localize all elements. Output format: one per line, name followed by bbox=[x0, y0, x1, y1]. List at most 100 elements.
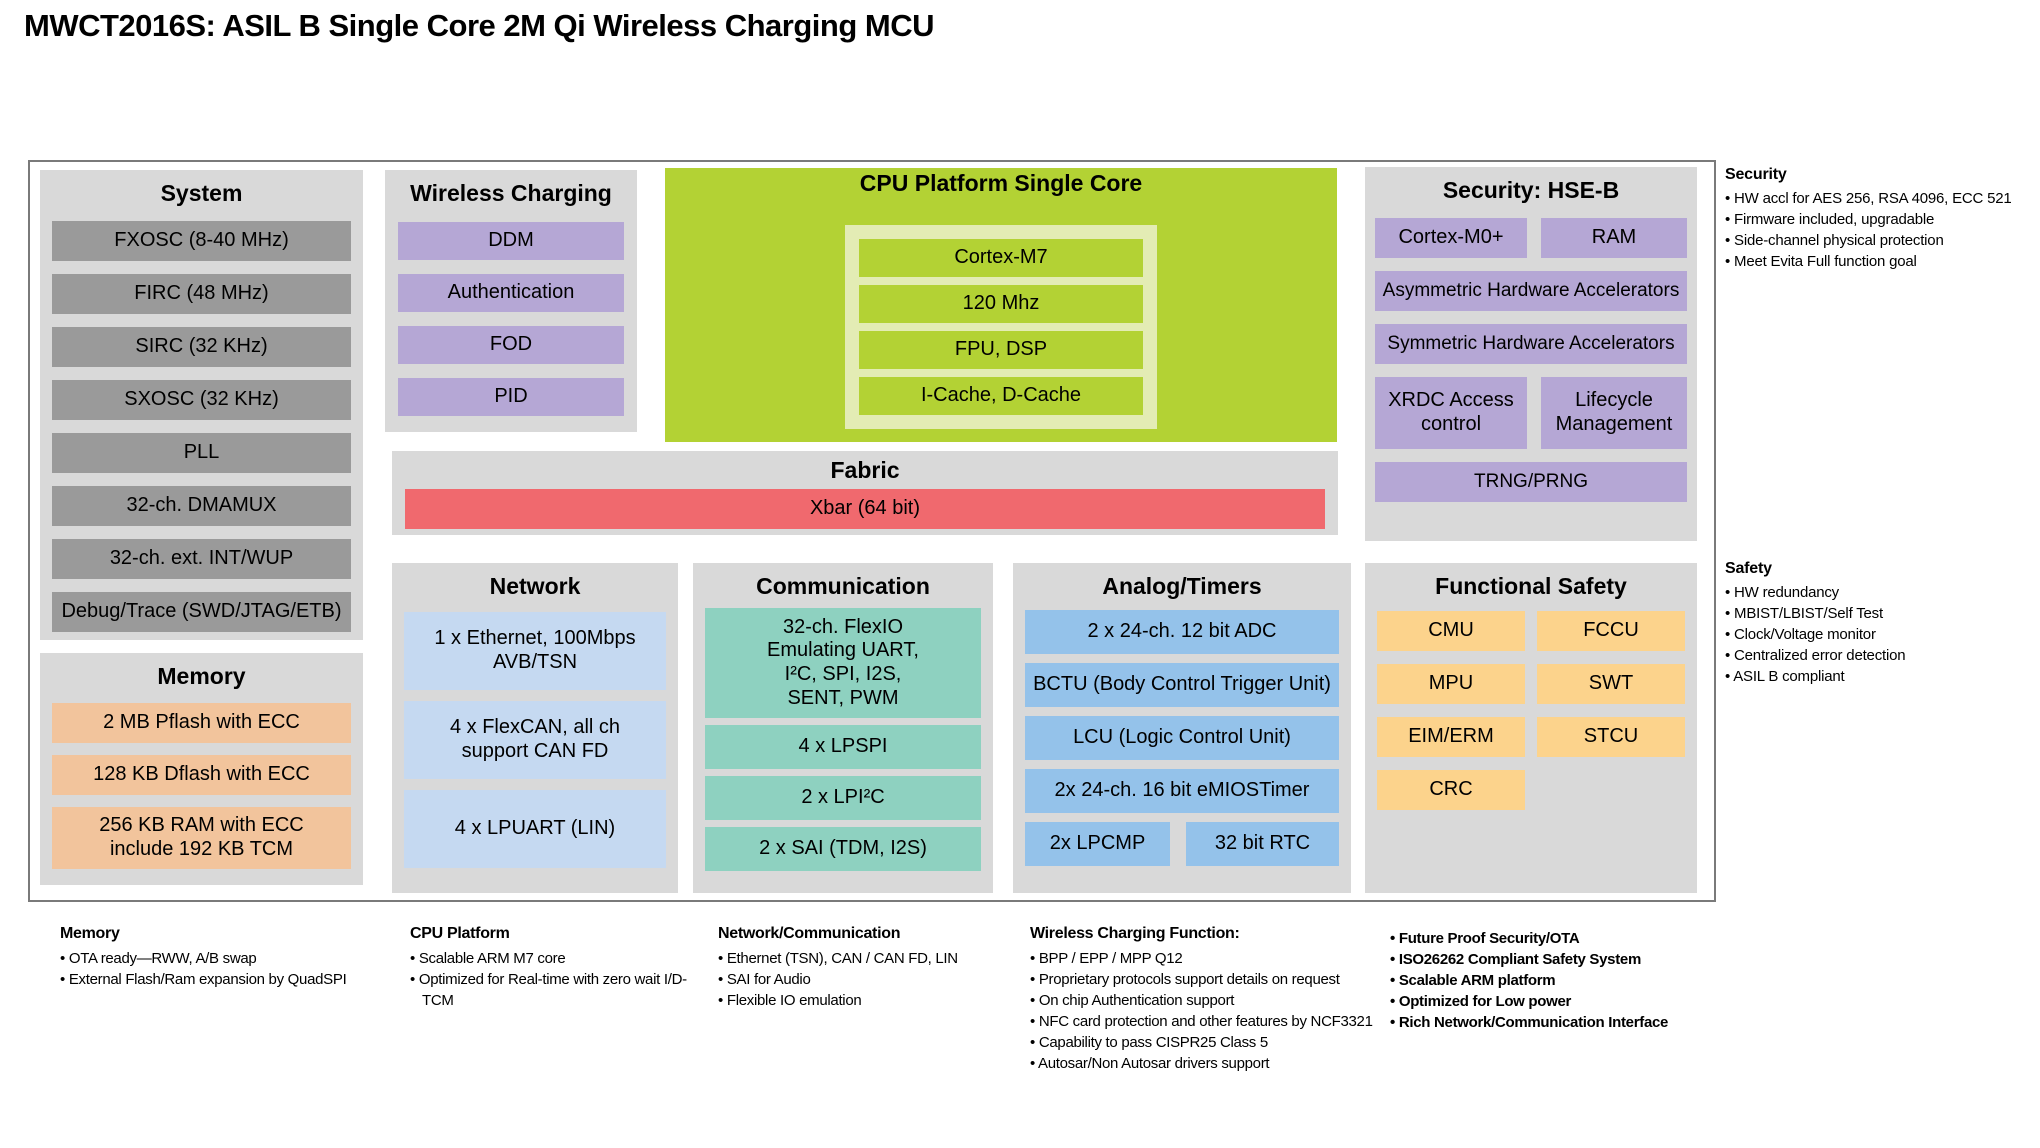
analog-timers-group-title: Analog/Timers bbox=[1102, 573, 1262, 599]
footnote-wireless-title: Wireless Charging Function: bbox=[1030, 925, 1240, 942]
wireless-charging-item: FOD bbox=[398, 326, 624, 364]
analog-timers-item: 32 bit RTC bbox=[1186, 822, 1339, 866]
security-hse-group-title: Security: HSE-B bbox=[1442, 177, 1620, 203]
analog-timers-item: 2 x 24-ch. 12 bit ADC bbox=[1025, 610, 1339, 654]
footnote-bullet: External Flash/Ram expansion by QuadSPI bbox=[60, 969, 400, 990]
memory-group: Memory 2 MB Pflash with ECC 128 KB Dflas… bbox=[40, 653, 363, 885]
footnote-cpu: CPU Platform Scalable ARM M7 core Optimi… bbox=[410, 925, 705, 1011]
footnote-cpu-title: CPU Platform bbox=[410, 925, 510, 942]
functional-safety-col: FCCU SWT STCU bbox=[1537, 611, 1685, 810]
cpu-platform-group: CPU Platform Single Core Cortex-M7 120 M… bbox=[665, 168, 1337, 442]
wireless-charging-group: Wireless Charging DDM Authentication FOD… bbox=[385, 170, 637, 432]
footnote-bullet: Scalable ARM M7 core bbox=[410, 948, 705, 969]
analog-timers-item: LCU (Logic Control Unit) bbox=[1025, 716, 1339, 760]
security-note-bullet: Side-channel physical protection bbox=[1725, 230, 2037, 251]
safety-note-bullet: HW redundancy bbox=[1725, 582, 2037, 603]
cpu-platform-group-title: CPU Platform Single Core bbox=[859, 170, 1143, 196]
communication-group-title: Communication bbox=[756, 573, 930, 599]
fabric-group: Fabric Xbar (64 bit) bbox=[392, 451, 1338, 535]
security-hse-item: Symmetric Hardware Accelerators bbox=[1375, 324, 1687, 364]
footnote-network-comm: Network/Communication Ethernet (TSN), CA… bbox=[718, 925, 1023, 1011]
security-note-bullet: Firmware included, upgradable bbox=[1725, 209, 2037, 230]
footnote-memory-list: OTA ready—RWW, A/B swap External Flash/R… bbox=[60, 948, 400, 990]
diagram-border bbox=[28, 160, 1716, 902]
analog-timers-item: 2x 24-ch. 16 bit eMIOSTimer bbox=[1025, 769, 1339, 813]
wireless-charging-item: Authentication bbox=[398, 274, 624, 312]
functional-safety-group-title: Functional Safety bbox=[1435, 573, 1627, 599]
analog-timers-row: 2x LPCMP 32 bit RTC bbox=[1025, 822, 1339, 866]
analog-timers-group: Analog/Timers 2 x 24-ch. 12 bit ADC BCTU… bbox=[1013, 563, 1351, 893]
security-note-bullet: HW accl for AES 256, RSA 4096, ECC 521 bbox=[1725, 188, 2037, 209]
footnote-bullet: On chip Authentication support bbox=[1030, 990, 1382, 1011]
security-hse-item: Lifecycle Management bbox=[1541, 377, 1687, 449]
footnote-bullet: ISO26262 Compliant Safety System bbox=[1390, 949, 1750, 970]
analog-timers-item: 2x LPCMP bbox=[1025, 822, 1170, 866]
safety-note-bullet: ASIL B compliant bbox=[1725, 666, 2037, 687]
cpu-item: Cortex-M7 bbox=[859, 239, 1143, 277]
functional-safety-col: CMU MPU EIM/ERM CRC bbox=[1377, 611, 1525, 810]
system-item: FIRC (48 MHz) bbox=[52, 274, 351, 314]
footnote-bullet: Ethernet (TSN), CAN / CAN FD, LIN bbox=[718, 948, 1023, 969]
security-hse-item: RAM bbox=[1541, 218, 1687, 258]
analog-timers-item: BCTU (Body Control Trigger Unit) bbox=[1025, 663, 1339, 707]
footnote-network-comm-list: Ethernet (TSN), CAN / CAN FD, LIN SAI fo… bbox=[718, 948, 1023, 1011]
cpu-item: 120 Mhz bbox=[859, 285, 1143, 323]
system-item: Debug/Trace (SWD/JTAG/ETB) bbox=[52, 592, 351, 632]
footnote-cpu-list: Scalable ARM M7 core Optimized for Real-… bbox=[410, 948, 705, 1011]
functional-safety-item: CMU bbox=[1377, 611, 1525, 651]
functional-safety-group: Functional Safety CMU MPU EIM/ERM CRC FC… bbox=[1365, 563, 1697, 893]
functional-safety-item: CRC bbox=[1377, 770, 1525, 810]
security-hse-row: Cortex-M0+ RAM bbox=[1365, 218, 1697, 258]
footnote-bullet: Future Proof Security/OTA bbox=[1390, 928, 1750, 949]
footnote-wireless-list: BPP / EPP / MPP Q12 Proprietary protocol… bbox=[1030, 948, 1382, 1074]
security-hse-group: Security: HSE-B Cortex-M0+ RAM Asymmetri… bbox=[1365, 167, 1697, 541]
system-item: SXOSC (32 KHz) bbox=[52, 380, 351, 420]
safety-note-title: Safety bbox=[1725, 560, 1772, 577]
functional-safety-item: MPU bbox=[1377, 664, 1525, 704]
safety-note-bullet: MBIST/LBIST/Self Test bbox=[1725, 603, 2037, 624]
footnote-bullet: Optimized for Low power bbox=[1390, 991, 1750, 1012]
security-hse-item: Asymmetric Hardware Accelerators bbox=[1375, 271, 1687, 311]
footnote-bullet: BPP / EPP / MPP Q12 bbox=[1030, 948, 1382, 969]
footnote-bullet: SAI for Audio bbox=[718, 969, 1023, 990]
footnote-bullet: Scalable ARM platform bbox=[1390, 970, 1750, 991]
cpu-item: FPU, DSP bbox=[859, 331, 1143, 369]
safety-note-list: HW redundancy MBIST/LBIST/Self Test Cloc… bbox=[1725, 582, 2037, 687]
safety-note-bullet: Centralized error detection bbox=[1725, 645, 2037, 666]
system-group-title: System bbox=[160, 180, 243, 206]
communication-item: 2 x LPI²C bbox=[705, 776, 981, 820]
page-title: MWCT2016S: ASIL B Single Core 2M Qi Wire… bbox=[24, 8, 935, 43]
footnote-bullet: Proprietary protocols support details on… bbox=[1030, 969, 1382, 990]
functional-safety-item: FCCU bbox=[1537, 611, 1685, 651]
footnote-highlights: Future Proof Security/OTA ISO26262 Compl… bbox=[1390, 928, 1750, 1033]
network-group: Network 1 x Ethernet, 100Mbps AVB/TSN 4 … bbox=[392, 563, 678, 893]
functional-safety-item: SWT bbox=[1537, 664, 1685, 704]
security-hse-item: XRDC Access control bbox=[1375, 377, 1527, 449]
security-note: Security HW accl for AES 256, RSA 4096, … bbox=[1725, 166, 2037, 272]
wireless-charging-item: PID bbox=[398, 378, 624, 416]
functional-safety-item: EIM/ERM bbox=[1377, 717, 1525, 757]
cpu-core-container: Cortex-M7 120 Mhz FPU, DSP I-Cache, D-Ca… bbox=[845, 225, 1157, 429]
xbar-bus: Xbar (64 bit) bbox=[405, 489, 1325, 529]
footnote-highlights-list: Future Proof Security/OTA ISO26262 Compl… bbox=[1390, 928, 1750, 1033]
network-item: 1 x Ethernet, 100Mbps AVB/TSN bbox=[404, 612, 666, 690]
system-item: 32-ch. DMAMUX bbox=[52, 486, 351, 526]
fabric-group-title: Fabric bbox=[830, 457, 900, 483]
safety-note: Safety HW redundancy MBIST/LBIST/Self Te… bbox=[1725, 560, 2037, 687]
cpu-item: I-Cache, D-Cache bbox=[859, 377, 1143, 415]
memory-item: 128 KB Dflash with ECC bbox=[52, 755, 351, 795]
footnote-memory-title: Memory bbox=[60, 925, 120, 942]
communication-item: 32-ch. FlexIO Emulating UART, I²C, SPI, … bbox=[705, 608, 981, 718]
system-item: FXOSC (8-40 MHz) bbox=[52, 221, 351, 261]
memory-item: 256 KB RAM with ECC include 192 KB TCM bbox=[52, 807, 351, 869]
system-item: SIRC (32 KHz) bbox=[52, 327, 351, 367]
security-note-list: HW accl for AES 256, RSA 4096, ECC 521 F… bbox=[1725, 188, 2037, 272]
communication-item: 4 x LPSPI bbox=[705, 725, 981, 769]
security-note-bullet: Meet Evita Full function goal bbox=[1725, 251, 2037, 272]
footnote-wireless: Wireless Charging Function: BPP / EPP / … bbox=[1030, 925, 1382, 1074]
footnote-bullet: Flexible IO emulation bbox=[718, 990, 1023, 1011]
security-hse-row: XRDC Access control Lifecycle Management bbox=[1365, 377, 1697, 449]
functional-safety-columns: CMU MPU EIM/ERM CRC FCCU SWT STCU bbox=[1365, 601, 1697, 810]
wireless-charging-group-title: Wireless Charging bbox=[410, 180, 612, 206]
